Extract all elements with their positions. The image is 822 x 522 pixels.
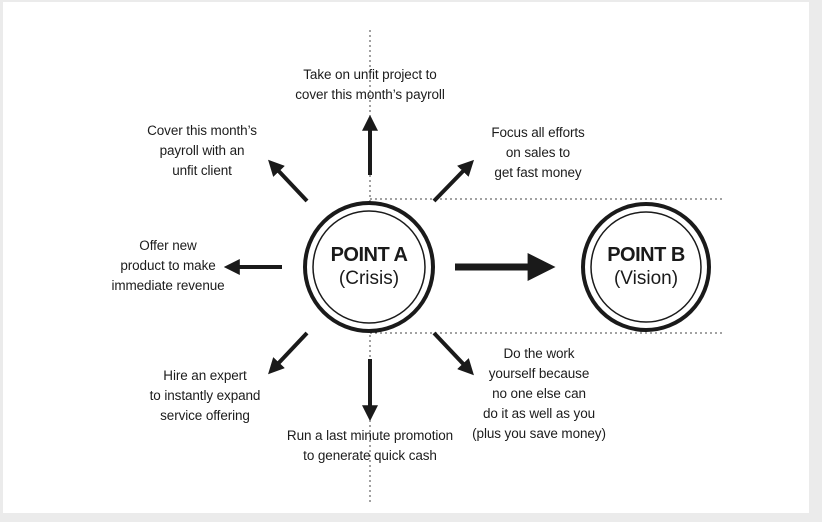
point-a-circle [303, 201, 435, 333]
arrow-up-left [268, 159, 309, 203]
point-a-title: POINT A [330, 244, 408, 266]
option-top-left-label: Cover this month’s payroll with an unfit… [147, 123, 257, 178]
option-top-label: Take on unfit project to cover this mont… [295, 67, 445, 102]
point-b-circle [581, 202, 711, 332]
option-bottom-left-label: Hire an expert to instantly expand servi… [149, 368, 261, 423]
point-b-title: POINT B [607, 244, 685, 266]
point-a-label: POINT A (Crisis) [309, 243, 429, 291]
option-bottom-right-label: Do the work yourself because no one else… [472, 346, 606, 441]
diagram-canvas: POINT A (Crisis) POINT B (Vision) Take o… [3, 2, 809, 513]
arrow-down-left [268, 331, 309, 375]
diagram-graphics [223, 30, 725, 504]
arrow-up-right [432, 159, 475, 203]
point-b-label: POINT B (Vision) [586, 243, 706, 291]
arrow-down-right [432, 331, 474, 376]
option-top-right-label: Focus all efforts on sales to get fast m… [491, 125, 585, 180]
option-bottom-label: Run a last minute promotion to generate … [286, 428, 454, 463]
point-b-subtitle: (Vision) [613, 268, 679, 289]
point-a-subtitle: (Crisis) [338, 268, 400, 289]
option-left-label: Offer new product to make immediate reve… [111, 238, 225, 293]
